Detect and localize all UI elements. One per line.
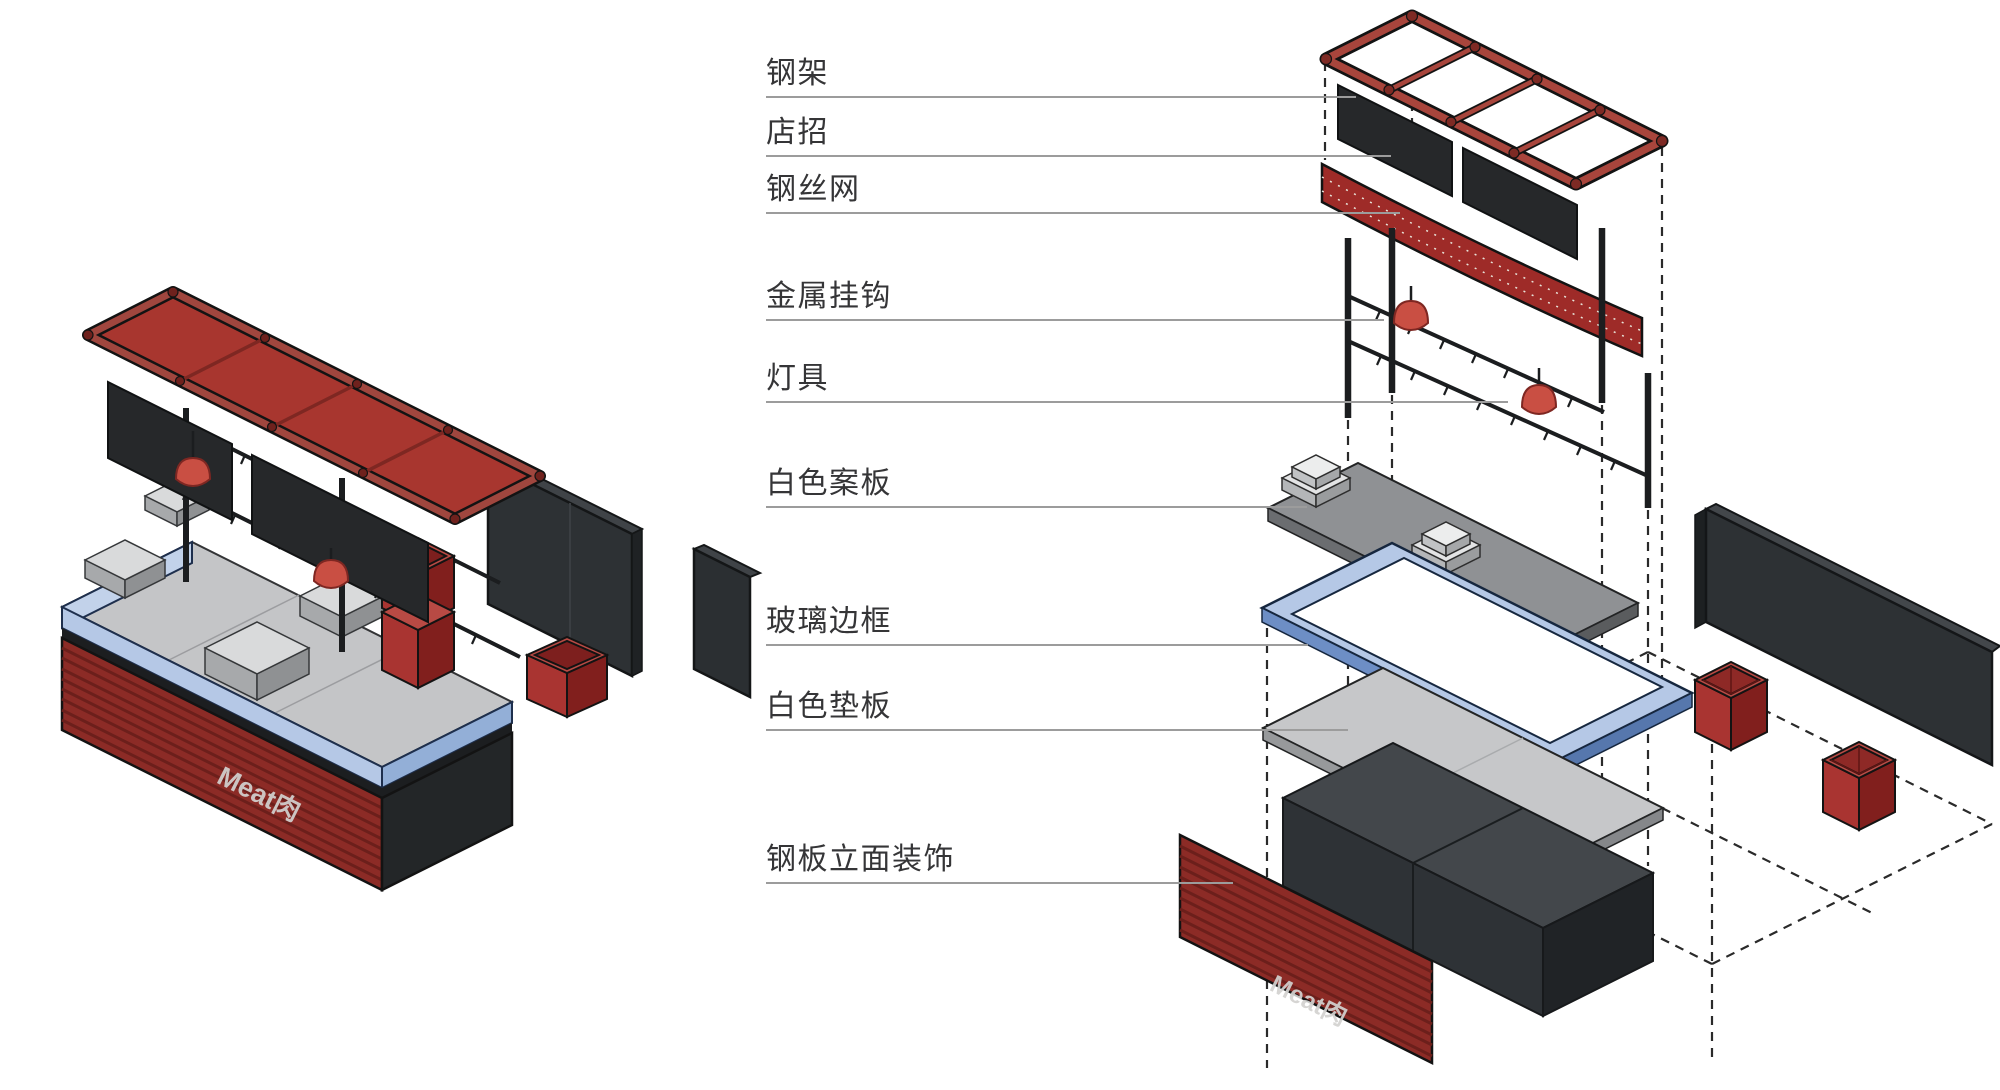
label-shop-sign: 店招 [766, 116, 1391, 157]
label-steel-frame: 钢架 [766, 57, 1356, 98]
part-side-wall [1694, 502, 2000, 768]
label-text: 玻璃边框 [766, 605, 892, 638]
label-counter-board: 白色案板 [766, 467, 1307, 508]
label-text: 金属挂钩 [766, 280, 892, 313]
register [1280, 454, 1352, 509]
label-text: 钢丝网 [766, 173, 861, 206]
annotation-labels: 钢架 店招 钢丝网 金属挂钩 灯具 白色案板 玻璃边框 白色垫板 [766, 57, 1508, 884]
assembled-corrugated-facade: Meat肉 [60, 635, 384, 893]
lamp-dome [1520, 383, 1558, 416]
label-lamps: 灯具 [766, 362, 1508, 403]
label-text: 钢板立面装饰 [766, 843, 955, 876]
label-text: 灯具 [766, 362, 829, 395]
part-steel-frame [1319, 9, 1669, 191]
exploded-view: Meat肉 [1178, 9, 2000, 1068]
assembled-far-wall [691, 543, 763, 700]
pipe-joints [82, 286, 546, 525]
counter-object [83, 539, 167, 600]
assembled-canopy [82, 286, 546, 525]
part-crate [1820, 740, 1898, 832]
label-text: 白色垫板 [766, 690, 892, 723]
frame-crossbars [1387, 43, 1602, 157]
assembled-lamps [174, 431, 350, 590]
label-glass-frame: 玻璃边框 [766, 605, 1308, 646]
part-wire-mesh [1320, 161, 1644, 358]
assembled-view: Meat肉 [59, 286, 763, 893]
part-crate [1692, 660, 1770, 752]
assembled-crate-right [524, 635, 610, 719]
lamp-dome [312, 558, 350, 590]
register [1410, 521, 1482, 576]
lamp-dome [1392, 299, 1430, 332]
lamp-dome [174, 456, 212, 488]
label-wire-mesh: 钢丝网 [766, 173, 1400, 214]
label-text: 店招 [766, 116, 829, 149]
frame-joints [1319, 9, 1669, 191]
part-metal-hooks [1344, 228, 1652, 508]
label-text: 钢架 [766, 57, 829, 90]
part-lamps [1392, 286, 1558, 416]
part-shop-sign [1337, 83, 1578, 261]
part-base-cabinets [1280, 741, 1656, 1018]
label-text: 白色案板 [766, 467, 892, 500]
label-steel-facade: 钢板立面装饰 [766, 843, 1233, 884]
label-backing-board: 白色垫板 [766, 690, 1348, 731]
counter-object [203, 621, 311, 702]
label-metal-hooks: 金属挂钩 [766, 280, 1384, 321]
